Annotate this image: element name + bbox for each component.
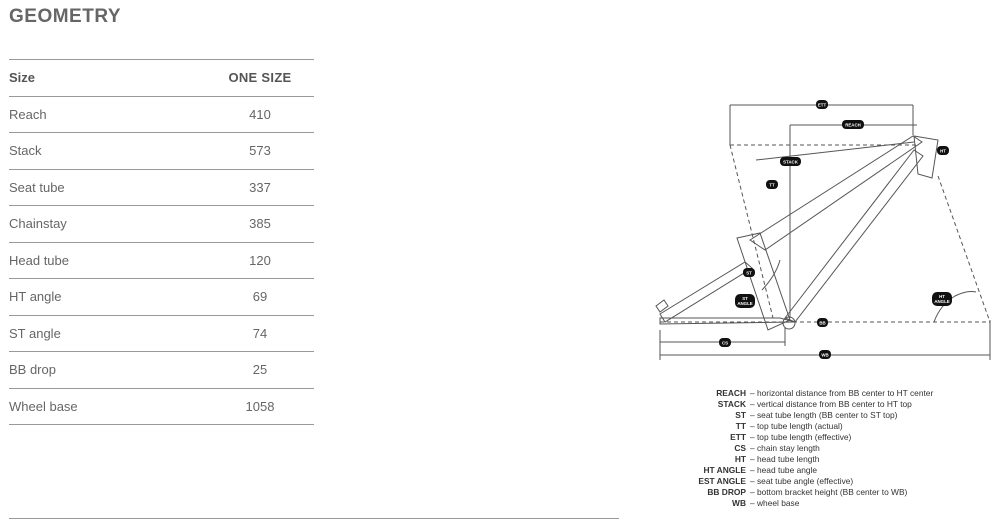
row-label: Stack	[9, 143, 42, 159]
legend-item: STACK – vertical distance from BB center…	[668, 399, 933, 410]
reach-label: REACH	[845, 123, 861, 128]
row-value: 69	[252, 289, 268, 305]
row-value: 120	[249, 252, 271, 268]
legend-item: ST – seat tube length (BB center to ST t…	[668, 410, 933, 421]
row-value: 573	[249, 143, 271, 159]
table-row: ST angle 74	[9, 316, 314, 352]
stack-label: STACK	[783, 160, 799, 165]
legend-item: ETT – top tube length (effective)	[668, 432, 933, 443]
legend-desc: – wheel base	[750, 498, 800, 508]
st-badge	[743, 268, 755, 277]
table-row: BB drop 25	[9, 352, 314, 389]
legend-item: EST ANGLE – seat tube angle (effective)	[668, 476, 933, 487]
table-row: Reach 410	[9, 97, 314, 133]
legend-item: TT – top tube length (actual)	[668, 421, 933, 432]
st-angle-badge	[735, 294, 755, 308]
legend-desc: – head tube angle	[750, 465, 818, 475]
legend-abbr: ST	[735, 410, 746, 420]
row-label: Wheel base	[9, 398, 78, 414]
legend-desc: – vertical distance from BB center to HT…	[750, 399, 912, 409]
legend-item: BB DROP – bottom bracket height (BB cent…	[668, 487, 933, 498]
table-row: Seat tube 337	[9, 170, 314, 206]
row-label: BB drop	[9, 362, 56, 378]
legend-abbr: HT	[734, 454, 746, 464]
st-angle-label-2: ANGLE	[737, 301, 752, 306]
row-value: 1058	[245, 398, 275, 414]
legend-item: HT ANGLE – head tube angle	[668, 465, 933, 476]
table-header-row: Size ONE SIZE	[9, 60, 314, 97]
row-label: ST angle	[9, 325, 61, 341]
ht-label: HT	[940, 149, 946, 154]
ht-angle-label-2: ANGLE	[934, 299, 949, 304]
page-title: GEOMETRY	[9, 6, 122, 27]
st-angle-label-1: ST	[742, 296, 748, 301]
legend-abbr: EST ANGLE	[698, 476, 746, 486]
reach-badge	[842, 120, 864, 129]
legend-item: WB – wheel base	[668, 498, 933, 509]
header-size-label: Size	[9, 70, 36, 86]
row-label: Seat tube	[9, 179, 65, 195]
bottom-divider	[9, 518, 619, 519]
legend-abbr: REACH	[716, 388, 746, 398]
table-row: Head tube 120	[9, 243, 314, 279]
st-label: ST	[746, 271, 752, 276]
legend-item: CS – chain stay length	[668, 443, 933, 454]
ht-badge	[937, 146, 949, 155]
cs-badge	[719, 338, 731, 347]
legend-abbr: ETT	[730, 432, 746, 442]
row-value: 385	[249, 216, 271, 232]
legend-item: HT – head tube length	[668, 454, 933, 465]
legend-abbr: TT	[735, 421, 746, 431]
table-row: Wheel base 1058	[9, 389, 314, 425]
wb-badge	[819, 350, 831, 359]
row-label: HT angle	[9, 289, 62, 305]
bb-label: BB	[819, 321, 825, 326]
frame-geometry-diagram: ETT REACH STACK TT HT ST ST ANGLE HT ANG…	[655, 100, 991, 360]
row-label: Reach	[9, 106, 47, 122]
legend-desc: – top tube length (effective)	[750, 432, 852, 442]
legend-abbr: HT ANGLE	[703, 465, 747, 475]
table-row: HT angle 69	[9, 279, 314, 316]
table-row: Stack 573	[9, 133, 314, 170]
legend-item: REACH – horizontal distance from BB cent…	[668, 388, 933, 399]
legend-desc: – seat tube length (BB center to ST top)	[750, 410, 898, 420]
header-size-value: ONE SIZE	[228, 70, 292, 86]
table-row: Chainstay 385	[9, 206, 314, 243]
legend-desc: – seat tube angle (effective)	[750, 476, 854, 486]
geometry-legend: REACH – horizontal distance from BB cent…	[668, 388, 933, 509]
cs-label: CS	[722, 341, 728, 346]
ht-angle-label-1: HT	[939, 294, 945, 299]
legend-desc: – chain stay length	[750, 443, 820, 453]
geometry-table: Size ONE SIZE Reach 410 Stack 573 Seat t…	[9, 59, 314, 425]
legend-desc: – horizontal distance from BB center to …	[750, 388, 934, 398]
tt-label: TT	[769, 183, 775, 188]
stack-badge	[780, 157, 801, 166]
ett-badge	[816, 100, 828, 109]
legend-abbr: CS	[734, 443, 746, 453]
bb-badge	[817, 318, 828, 327]
tt-badge	[766, 180, 778, 189]
ht-angle-badge	[932, 292, 952, 306]
legend-desc: – top tube length (actual)	[750, 421, 843, 431]
legend-abbr: BB DROP	[707, 487, 746, 497]
row-value: 25	[252, 362, 268, 378]
row-value: 337	[249, 179, 271, 195]
legend-abbr: WB	[732, 498, 746, 508]
wb-label: WB	[821, 353, 828, 358]
legend-desc: – bottom bracket height (BB center to WB…	[750, 487, 908, 497]
legend-desc: – head tube length	[750, 454, 820, 464]
legend-abbr: STACK	[717, 399, 746, 409]
row-label: Chainstay	[9, 216, 67, 232]
row-value: 410	[249, 106, 271, 122]
ett-label: ETT	[818, 103, 827, 108]
row-label: Head tube	[9, 252, 69, 268]
row-value: 74	[252, 325, 268, 341]
